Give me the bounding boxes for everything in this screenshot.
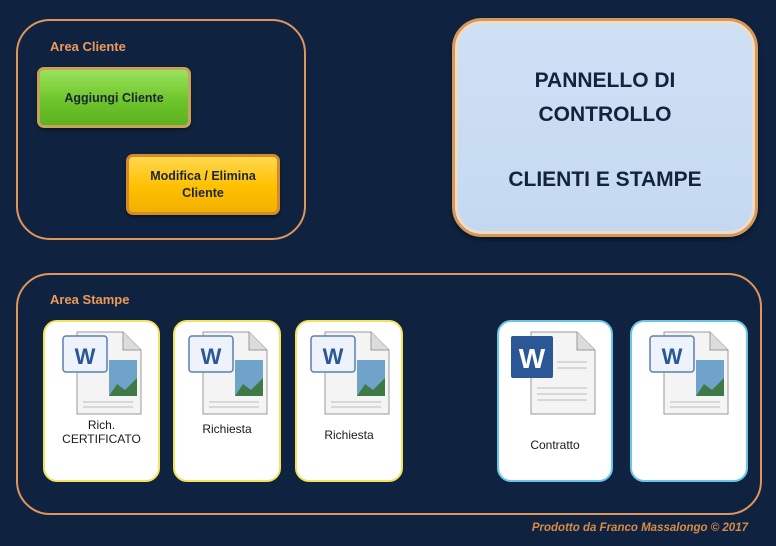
footer-credit: Prodotto da Franco Massalongo © 2017	[531, 522, 748, 534]
panel-title-line2: CONTROLLO	[538, 103, 672, 126]
control-panel-box: PANNELLO DI CONTROLLO CLIENTI E STAMPE	[452, 18, 758, 237]
svg-text:W: W	[75, 344, 96, 369]
add-client-button[interactable]: Aggiungi Cliente	[37, 67, 191, 128]
document-richiesta-2[interactable]: W Richiesta	[295, 320, 403, 482]
panel-title-line3: CLIENTI E STAMPE	[508, 168, 702, 191]
area-cliente-title: Area Cliente	[50, 39, 126, 54]
document-label-line1: Richiesta	[202, 422, 252, 436]
word-document-icon: W	[511, 331, 596, 415]
document-unlabeled[interactable]: W	[630, 320, 748, 482]
document-rich-certificato[interactable]: W Rich. CERTIFICATO	[43, 320, 160, 482]
word-document-icon: W	[310, 331, 390, 415]
word-document-icon: W	[62, 331, 142, 415]
svg-text:W: W	[519, 343, 546, 374]
edit-client-label-line1: Modifica / Elimina	[150, 168, 256, 183]
area-stampe-frame	[16, 273, 762, 515]
word-document-icon: W	[188, 331, 268, 415]
document-label-line1: Rich.	[87, 418, 116, 432]
edit-delete-client-button[interactable]: Modifica / Elimina Cliente	[126, 154, 280, 215]
area-stampe-title: Area Stampe	[50, 292, 130, 307]
document-label-line2: CERTIFICATO	[62, 432, 141, 446]
document-richiesta-1[interactable]: W Richiesta	[173, 320, 281, 482]
document-label-line1: Richiesta	[324, 428, 374, 442]
add-client-label: Aggiungi Cliente	[64, 90, 164, 105]
document-label-line1: Contratto	[530, 438, 580, 452]
svg-text:W: W	[201, 344, 222, 369]
word-document-icon: W	[649, 331, 729, 415]
area-cliente-frame	[16, 19, 306, 240]
edit-client-label-line2: Cliente	[182, 185, 224, 200]
svg-text:W: W	[662, 344, 683, 369]
document-contratto[interactable]: W Contratto	[497, 320, 613, 482]
panel-title-line1: PANNELLO DI	[534, 69, 676, 92]
svg-text:W: W	[323, 344, 344, 369]
